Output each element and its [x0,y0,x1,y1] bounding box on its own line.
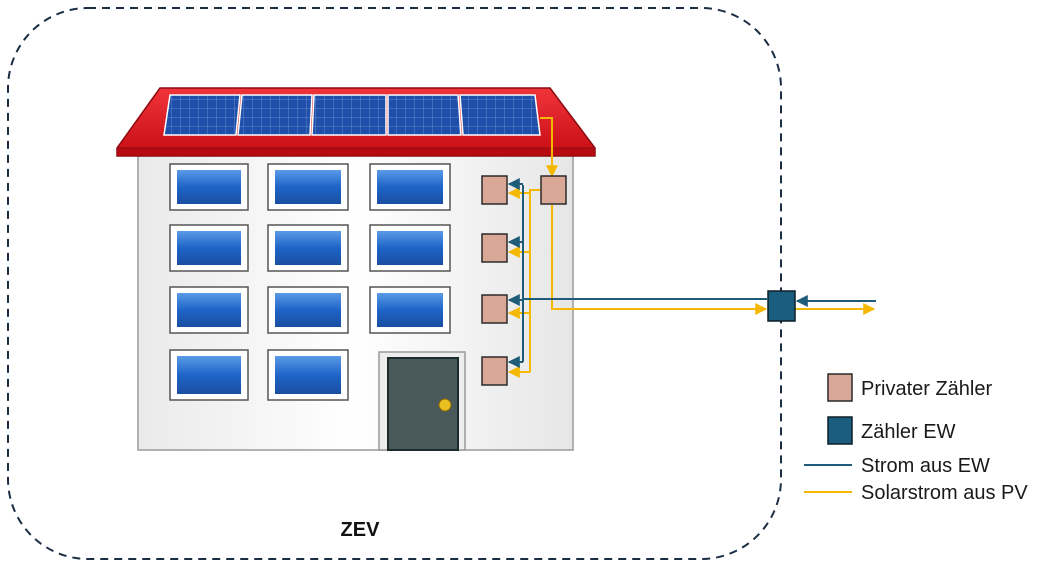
window [169,349,249,401]
solar-panel [237,94,313,136]
window [267,349,349,401]
window [369,163,451,211]
window [267,163,349,211]
solar-panel [387,94,462,136]
zev-boundary [7,7,782,560]
solar-panel [459,94,541,136]
window [169,286,249,334]
window [267,286,349,334]
pv-line-export [551,205,768,315]
legend-ew-meter-swatch [827,416,853,445]
window [169,224,249,272]
door-knob [438,398,452,412]
ew-meter [767,290,796,322]
window [369,286,451,334]
legend-pv-line-label: Solarstrom aus PV [861,482,1028,504]
legend: Privater Zähler Zähler EW Strom aus EW S… [804,373,1028,504]
private-meter [481,356,508,386]
private-meters [481,175,567,386]
pv-line-roof [540,117,558,178]
pv-line-trunk [529,189,541,372]
private-meter [481,294,508,324]
solar-panels [163,94,541,136]
door [378,351,466,451]
legend-ew-meter-label: Zähler EW [861,421,956,443]
private-meter [481,175,508,205]
windows [169,163,451,401]
legend-private-meter-swatch [827,373,853,402]
solar-panel [311,94,387,136]
window [169,163,249,211]
legend-ew-line-label: Strom aus EW [861,455,990,477]
legend-private-meter-label: Privater Zähler [861,378,992,400]
power-lines [507,117,876,378]
solar-panel [163,94,241,136]
window [267,224,349,272]
window [369,224,451,272]
zev-label: ZEV [341,519,381,541]
pv-meter [540,175,567,205]
private-meter [481,233,508,263]
